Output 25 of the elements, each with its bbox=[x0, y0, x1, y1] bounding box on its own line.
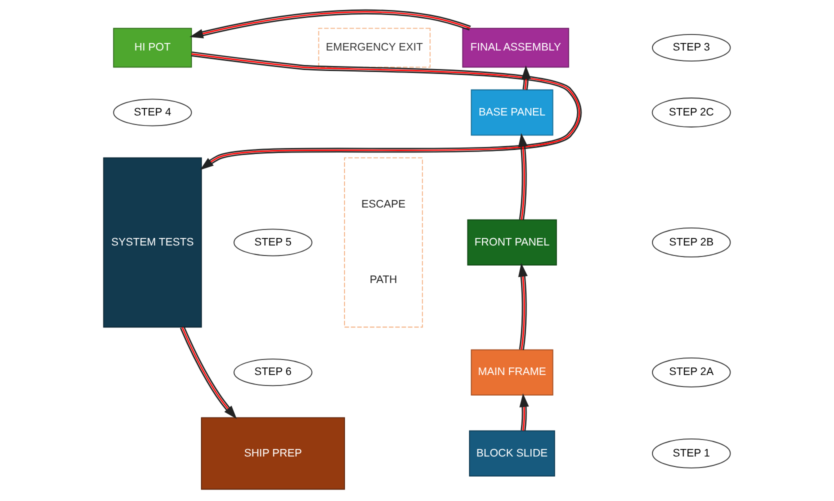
node-ellipse: STEP 4 bbox=[113, 98, 192, 126]
node-box: SHIP PREP bbox=[200, 417, 345, 490]
node-ellipse: STEP 3 bbox=[652, 34, 731, 62]
node-box: ESCAPE PATH bbox=[344, 157, 423, 328]
arrow bbox=[519, 393, 529, 431]
arrow bbox=[180, 326, 237, 419]
node-box: FINAL ASSEMBLY bbox=[462, 28, 570, 68]
node-ellipse: STEP 5 bbox=[234, 228, 312, 256]
arrow bbox=[518, 133, 528, 220]
node-ellipse: STEP 2A bbox=[652, 357, 731, 388]
arrow bbox=[518, 263, 528, 350]
node-ellipse: STEP 2C bbox=[652, 98, 731, 128]
node-box: HI POT bbox=[113, 28, 192, 68]
node-box: EMERGENCY EXIT bbox=[318, 28, 431, 68]
node-box: SYSTEM TESTS bbox=[103, 157, 202, 328]
arrow bbox=[191, 51, 582, 170]
node-ellipse: STEP 1 bbox=[652, 438, 731, 468]
node-box: BLOCK SLIDE bbox=[469, 430, 556, 477]
node-box: FRONT PANEL bbox=[467, 219, 557, 266]
node-ellipse: STEP 6 bbox=[234, 358, 312, 386]
arrow bbox=[190, 9, 471, 38]
node-box: BASE PANEL bbox=[470, 89, 554, 136]
node-ellipse: STEP 2B bbox=[652, 228, 731, 258]
arrow bbox=[521, 65, 531, 90]
node-box: MAIN FRAME bbox=[470, 349, 554, 396]
